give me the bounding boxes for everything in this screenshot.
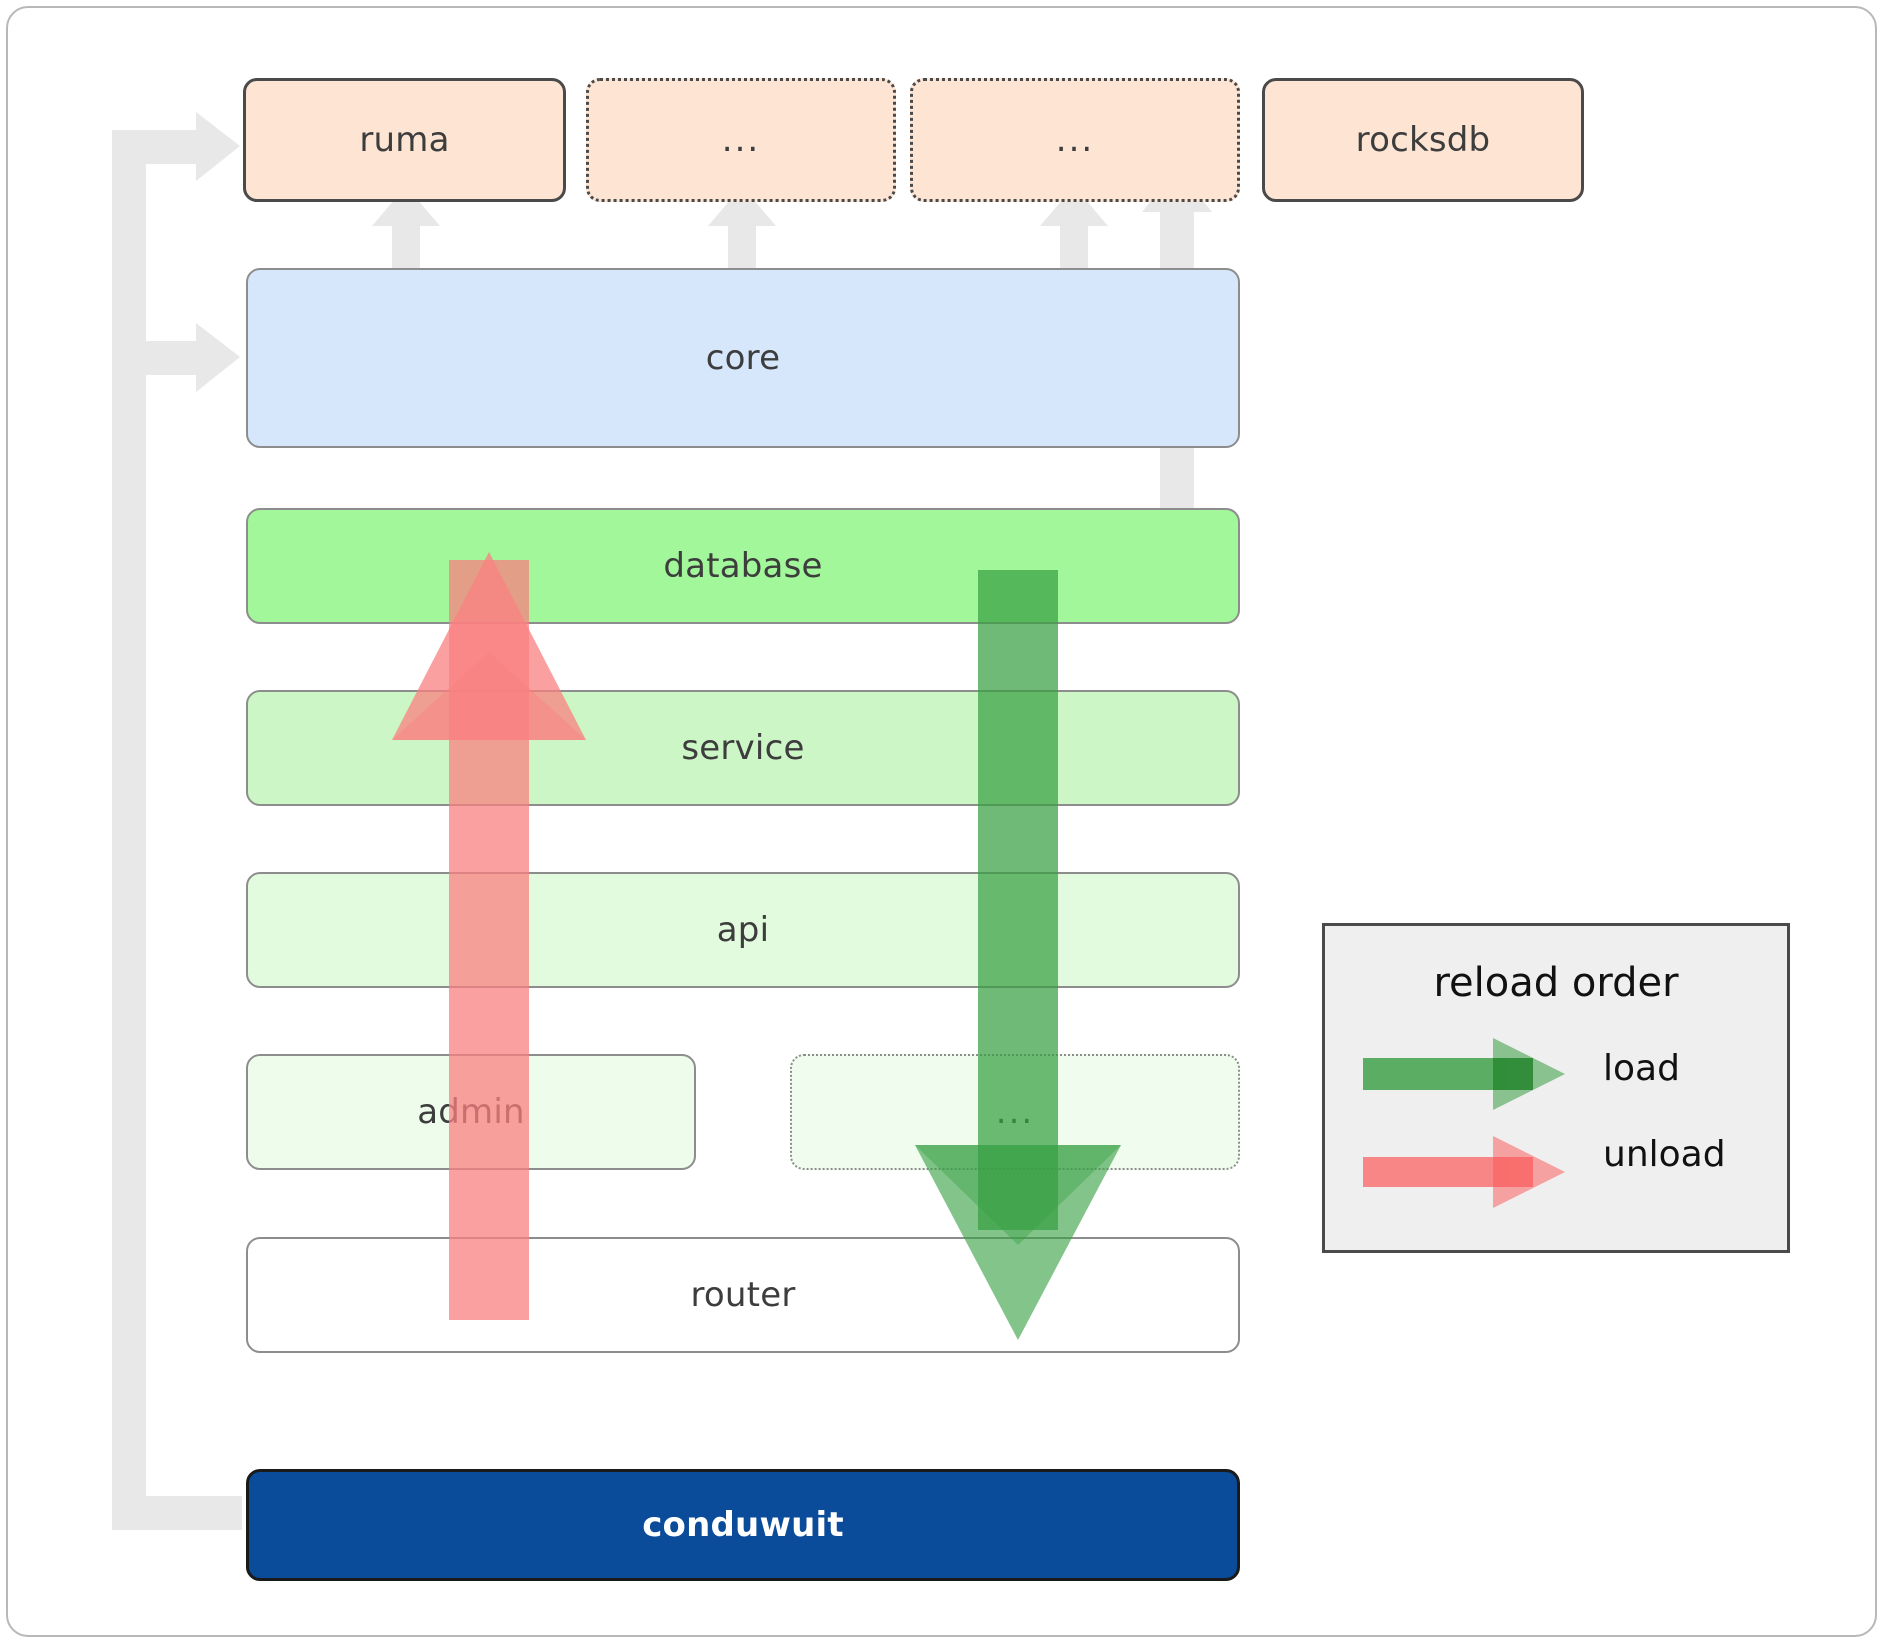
node-service-label: service <box>681 728 805 768</box>
node-database[interactable]: database <box>246 508 1240 624</box>
node-admin-label: admin <box>417 1092 525 1132</box>
diagram-frame <box>6 6 1877 1637</box>
node-core-label: core <box>705 338 781 378</box>
node-router-label: router <box>690 1275 796 1315</box>
node-dependency-more-1[interactable]: ... <box>586 78 896 202</box>
node-more-modules-label: ... <box>995 1091 1035 1132</box>
legend-reload-order: reload order load unload <box>1322 923 1790 1253</box>
node-ruma-label: ruma <box>359 120 450 160</box>
node-database-label: database <box>663 546 823 586</box>
legend-load-arrow <box>1363 1038 1565 1110</box>
legend-unload-arrow <box>1363 1136 1565 1208</box>
node-dependency-more-2[interactable]: ... <box>910 78 1240 202</box>
node-core[interactable]: core <box>246 268 1240 448</box>
node-ruma[interactable]: ruma <box>243 78 566 202</box>
node-service[interactable]: service <box>246 690 1240 806</box>
legend-title: reload order <box>1433 960 1679 1006</box>
legend-label-load: load <box>1603 1048 1680 1089</box>
node-router[interactable]: router <box>246 1237 1240 1353</box>
node-api[interactable]: api <box>246 872 1240 988</box>
node-rocksdb-label: rocksdb <box>1355 120 1491 160</box>
node-more-modules[interactable]: ... <box>790 1054 1240 1170</box>
node-api-label: api <box>716 910 770 950</box>
legend-arrow-art <box>1363 1038 1565 1208</box>
node-conduwuit-app[interactable]: conduwuit <box>246 1469 1240 1581</box>
node-admin[interactable]: admin <box>246 1054 696 1170</box>
node-dependency-more-1-label: ... <box>721 119 761 160</box>
legend-label-unload: unload <box>1603 1134 1726 1175</box>
node-dependency-more-2-label: ... <box>1055 119 1095 160</box>
node-rocksdb[interactable]: rocksdb <box>1262 78 1584 202</box>
node-conduwuit-app-label: conduwuit <box>642 1505 844 1545</box>
